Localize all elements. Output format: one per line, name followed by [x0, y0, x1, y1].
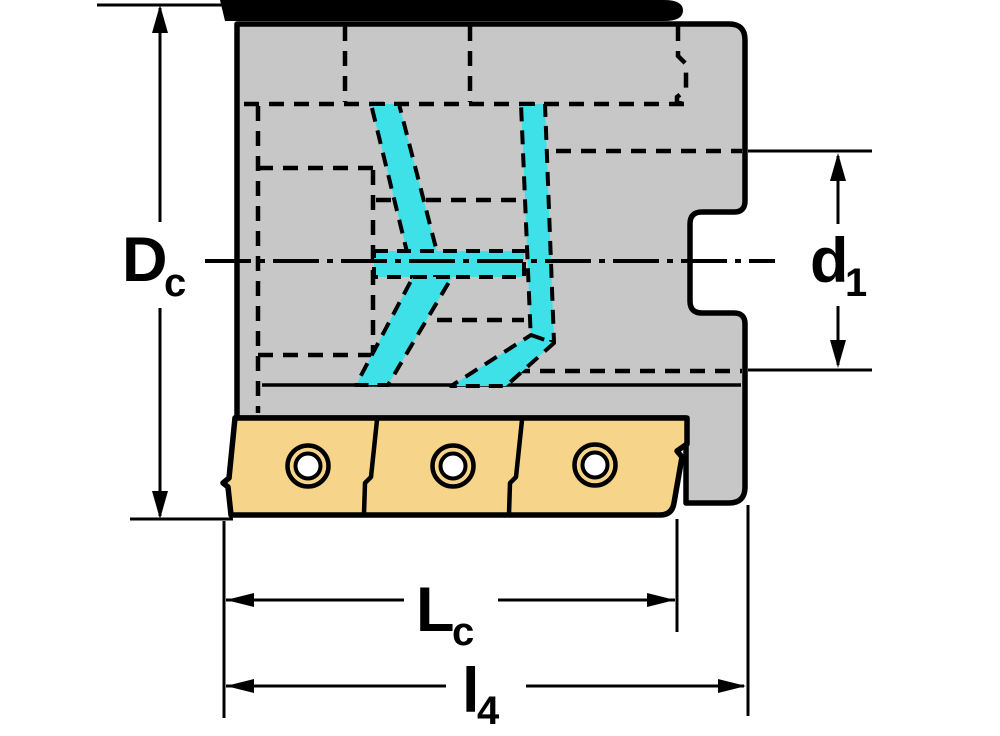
- dc-label: D: [122, 225, 168, 295]
- dc-arrow-down: [152, 491, 168, 519]
- d1-label: d: [810, 226, 848, 296]
- dc-arrow-up: [152, 5, 168, 33]
- dimension-lc: L c: [222, 519, 679, 718]
- coolant-channel-upper-left: [369, 102, 439, 254]
- screw-hole-1-bore: [293, 451, 323, 481]
- d1-arrow-down: [830, 340, 846, 368]
- l4-label: l: [462, 656, 480, 726]
- insert-divider-2: [506, 419, 525, 515]
- coolant-channel-horizontal: [372, 249, 526, 279]
- screw-hole-1-ring: [285, 443, 331, 489]
- screw-hole-3: [572, 442, 618, 488]
- dc-label-subscript: c: [164, 261, 186, 305]
- hidden-line-jog-right: [674, 26, 689, 107]
- screw-hole-2: [430, 443, 476, 489]
- l4-arrow-right: [718, 679, 746, 693]
- coolant-channels: [354, 102, 556, 388]
- top-flange-band: [220, 0, 683, 21]
- dimension-d1: d 1: [748, 149, 872, 372]
- coolant-channel-right-elbow: [449, 333, 556, 388]
- insert-row: [220, 415, 690, 518]
- insert-divider-1: [361, 419, 380, 515]
- lc-arrow-right: [647, 593, 675, 607]
- l4-arrow-left: [226, 679, 254, 693]
- dimension-dc: D c: [97, 3, 233, 521]
- lc-arrow-left: [226, 593, 254, 607]
- lc-label-subscript: c: [452, 610, 474, 654]
- d1-arrow-up: [830, 153, 846, 181]
- screw-hole-3-bore: [580, 450, 610, 480]
- screw-hole-3-ring: [572, 442, 618, 488]
- coolant-channel-lower-left: [354, 275, 454, 387]
- l4-label-subscript: 4: [477, 689, 500, 733]
- dimension-l4: l 4: [226, 505, 750, 733]
- screw-hole-2-bore: [438, 451, 468, 481]
- screw-hole-2-ring: [430, 443, 476, 489]
- lc-label: L: [416, 575, 454, 645]
- d1-label-subscript: 1: [845, 261, 867, 305]
- screw-hole-1: [285, 443, 331, 489]
